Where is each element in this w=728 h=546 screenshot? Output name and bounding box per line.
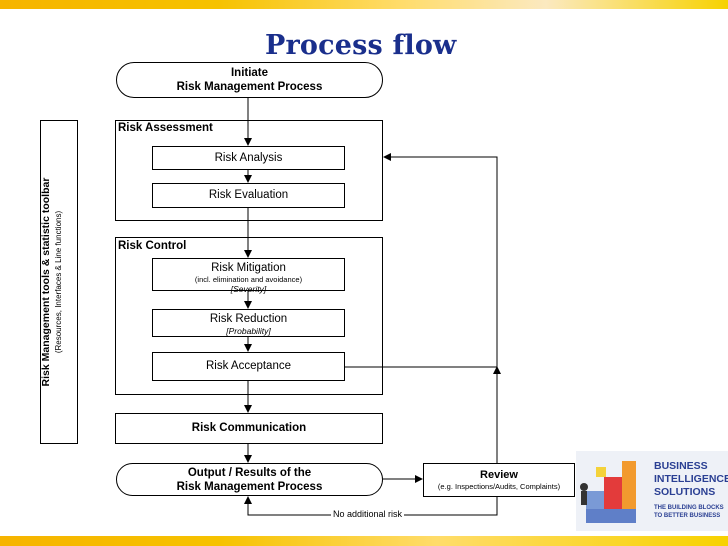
review-label: Review [480, 469, 518, 481]
sidebar-toolbar-box [40, 120, 78, 444]
no-additional-risk-label: No additional risk [331, 509, 405, 519]
risk-communication-node: Risk Communication [115, 413, 383, 444]
risk-reduction-node: Risk Reduction [Probability] [152, 309, 345, 337]
initiate-line1: Initiate [230, 67, 269, 79]
risk-analysis-label: Risk Analysis [214, 152, 283, 164]
building-blocks-icon: BUSINESS INTELLIGENCE SOLUTIONS THE BUIL… [576, 451, 728, 531]
risk-mitigation-sub: (incl. elimination and avoidance) [194, 275, 303, 284]
risk-analysis-node: Risk Analysis [152, 146, 345, 170]
risk-acceptance-label: Risk Acceptance [205, 360, 291, 372]
risk-evaluation-label: Risk Evaluation [208, 189, 289, 201]
logo-tagline2: TO BETTER BUSINESS [654, 513, 720, 519]
risk-mitigation-label: Risk Mitigation [211, 262, 286, 274]
business-intelligence-logo: BUSINESS INTELLIGENCE SOLUTIONS THE BUIL… [572, 447, 728, 533]
risk-mitigation-note: [Severity] [230, 284, 267, 294]
output-line2: Risk Management Process [176, 481, 323, 493]
risk-assessment-label: Risk Assessment [118, 122, 213, 134]
logo-line1: BUSINESS [654, 460, 708, 472]
page-title-text: Process flow [265, 30, 457, 61]
output-node: Output / Results of the Risk Management … [116, 463, 383, 496]
output-line1: Output / Results of the [187, 467, 312, 479]
initiate-line2: Risk Management Process [176, 81, 323, 93]
risk-communication-label: Risk Communication [191, 422, 307, 434]
initiate-node: Initiate Risk Management Process [116, 62, 383, 98]
review-sub: (e.g. Inspections/Audits, Complaints) [437, 482, 561, 491]
arrow-feedback-to-assessment [383, 153, 498, 367]
risk-reduction-label: Risk Reduction [209, 313, 288, 325]
top-accent-bar [0, 0, 728, 9]
risk-control-label: Risk Control [118, 240, 187, 252]
bottom-accent-bar [0, 536, 728, 546]
review-node: Review (e.g. Inspections/Audits, Complai… [423, 463, 575, 497]
risk-acceptance-node: Risk Acceptance [152, 352, 345, 381]
risk-mitigation-node: Risk Mitigation (incl. elimination and a… [152, 258, 345, 294]
logo-line3: SOLUTIONS [654, 486, 715, 498]
risk-reduction-note: [Probability] [226, 326, 271, 336]
risk-evaluation-node: Risk Evaluation [152, 183, 345, 208]
logo-line2: INTELLIGENCE [654, 473, 728, 485]
logo-tagline1: THE BUILDING BLOCKS [654, 505, 724, 511]
